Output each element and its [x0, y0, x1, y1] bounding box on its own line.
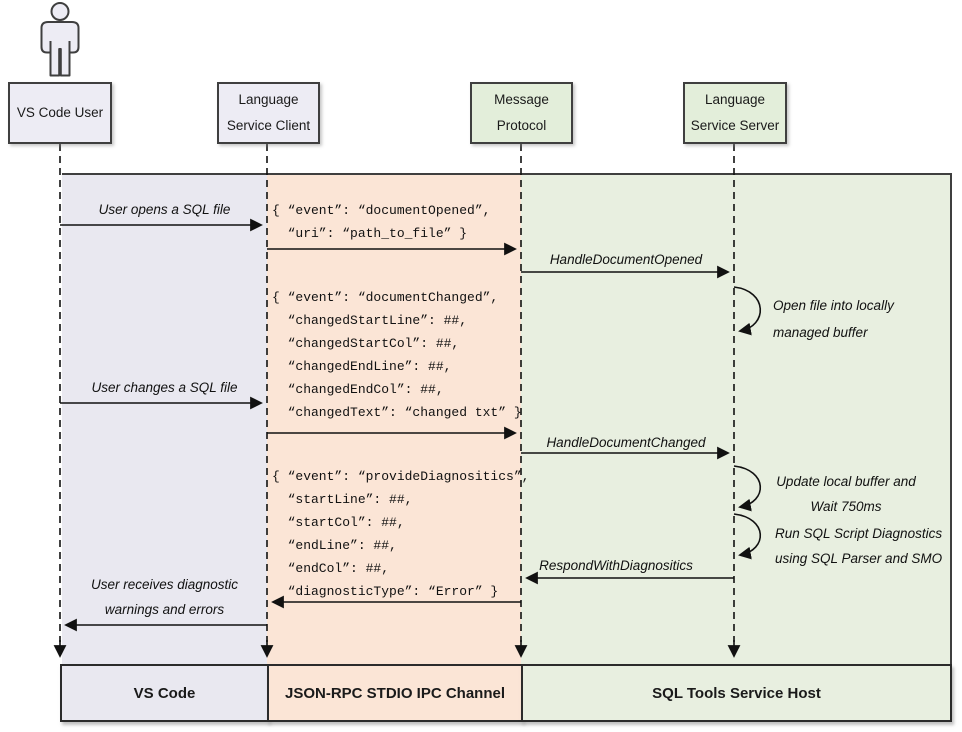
annotation-line: Open file into locally	[773, 298, 894, 313]
lane-regions	[62, 173, 952, 664]
label-handle-document-changed: HandleDocumentChanged	[546, 435, 706, 450]
label-respond-with-diagnostics: RespondWithDiagnositics	[539, 558, 693, 573]
payload-line: “changedEndCol”: ##,	[272, 382, 444, 397]
actor-label: Language	[238, 92, 299, 107]
lane-box-jsonrpc-channel: JSON-RPC STDIO IPC Channel	[267, 664, 523, 722]
annotation-line: using SQL Parser and SMO	[775, 551, 943, 566]
payload-line: { “event”: “documentChanged”,	[272, 290, 499, 305]
label-user-opens-file: User opens a SQL file	[98, 202, 231, 217]
payload-line: { “event”: “provideDiagnositics”,	[272, 469, 530, 484]
payload-line: “diagnosticType”: “Error” }	[272, 584, 499, 599]
payload-provide-diagnostics: { “event”: “provideDiagnositics”, “start…	[272, 465, 529, 603]
actor-label: VS Code User	[16, 105, 104, 120]
actor-label: Protocol	[496, 118, 547, 133]
label-handle-document-opened: HandleDocumentOpened	[549, 252, 703, 267]
payload-line: { “event”: “documentOpened”,	[272, 203, 491, 218]
payload-line: “startLine”: ##,	[272, 492, 413, 507]
lane-label: JSON-RPC STDIO IPC Channel	[284, 684, 506, 702]
annotation-run-diagnostics: Run SQL Script Diagnostics using SQL Par…	[775, 521, 942, 571]
label-user-receives-diagnostics: User receives diagnostic warnings and er…	[62, 572, 267, 622]
payload-line: “changedEndLine”: ##,	[272, 359, 452, 374]
actor-box-language-service-client: Language Service Client	[217, 82, 320, 144]
payload-document-changed: { “event”: “documentChanged”, “changedSt…	[272, 286, 522, 424]
annotation-update-buffer: Update local buffer and Wait 750ms	[760, 469, 932, 519]
payload-line: “endCol”: ##,	[272, 561, 390, 576]
lane-box-sqltools-host: SQL Tools Service Host	[521, 664, 952, 722]
annotation-line: Run SQL Script Diagnostics	[775, 526, 943, 541]
payload-line: “changedText”: “changed txt” }	[272, 405, 522, 420]
annotation-line: Wait 750ms	[810, 499, 882, 514]
payload-line: “changedStartCol”: ##,	[272, 336, 460, 351]
annotation-line: managed buffer	[773, 325, 868, 340]
actor-label: Language	[704, 92, 766, 107]
payload-line: “endLine”: ##,	[272, 538, 397, 553]
actor-label: Message	[494, 92, 549, 107]
payload-document-opened: { “event”: “documentOpened”, “uri”: “pat…	[272, 199, 490, 245]
actor-body	[40, 21, 80, 77]
actor-label: Service Server	[690, 118, 780, 133]
annotation-open-buffer: Open file into locally managed buffer	[773, 292, 894, 346]
lane-box-vs-code: VS Code	[60, 664, 269, 722]
actor-box-message-protocol: Message Protocol	[470, 82, 573, 144]
payload-line: “uri”: “path_to_file” }	[272, 226, 468, 241]
label-line: User receives diagnostic	[90, 577, 239, 592]
annotation-line: Update local buffer and	[776, 474, 916, 489]
label-user-changes-file: User changes a SQL file	[91, 380, 238, 395]
region-jsonrpc-channel	[267, 175, 521, 664]
actor-head	[50, 2, 70, 21]
label-line: warnings and errors	[104, 602, 225, 617]
actor-box-language-service-server: Language Service Server	[683, 82, 787, 144]
payload-line: “changedStartLine”: ##,	[272, 313, 468, 328]
actor-arms	[49, 41, 71, 53]
lane-label: SQL Tools Service Host	[652, 684, 821, 702]
region-vscode	[62, 175, 267, 664]
lane-label: VS Code	[133, 684, 196, 702]
actor-person-icon	[40, 2, 80, 77]
actor-label: Service Client	[226, 118, 311, 133]
payload-line: “startCol”: ##,	[272, 515, 405, 530]
region-sqltools-host	[521, 175, 950, 664]
actor-box-vs-code-user: VS Code User	[8, 82, 112, 144]
